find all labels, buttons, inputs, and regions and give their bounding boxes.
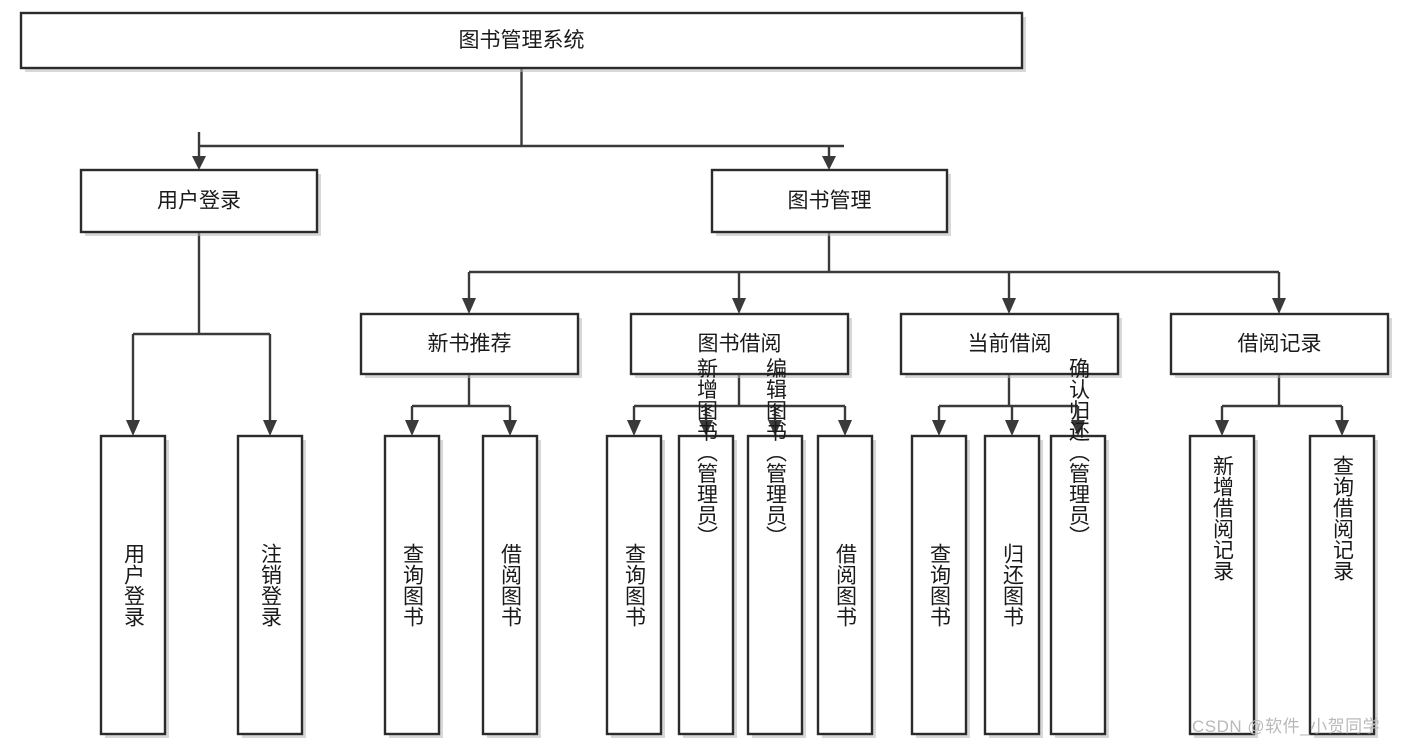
node-label-book-borrow: 图书借阅	[698, 333, 782, 356]
leaf-rec-borrow-book[interactable]: 借阅图书	[481, 434, 541, 738]
arrow-to-rec-query-book	[405, 420, 419, 436]
arrow-to-bo-edit-book	[768, 420, 782, 436]
leaf-label-bo-query-book: 查询图书	[623, 543, 647, 627]
arrow-to-re-add-record	[1215, 420, 1229, 436]
leaf-re-add-record[interactable]: 新增借阅记录	[1188, 434, 1258, 738]
arrow-to-cu-query-book	[932, 420, 946, 436]
leaf-bo-query-book[interactable]: 查询图书	[605, 434, 665, 738]
arrow-to-bo-borrow-book	[838, 420, 852, 436]
node-borrow-record[interactable]: 借阅记录	[1169, 312, 1392, 378]
arrow-to-book-borrow	[732, 298, 746, 314]
leaf-cu-return-book[interactable]: 归还图书	[983, 434, 1043, 738]
node-label-borrow-record: 借阅记录	[1238, 333, 1322, 356]
arrow-to-new-book-recommend	[462, 298, 476, 314]
leaf-label-bo-add-book-admin: 新增图书（管理员）	[695, 358, 719, 547]
node-root-book-management-system[interactable]: 图书管理系统	[19, 11, 1026, 72]
leaf-label-cu-query-book: 查询图书	[928, 543, 952, 627]
leaf-label-cu-return-book: 归还图书	[1001, 543, 1025, 627]
arrow-to-bo-query-book	[627, 420, 641, 436]
leaf-label-bo-edit-book-admin: 编辑图书（管理员）	[764, 358, 788, 547]
arrow-to-borrow-record	[1272, 298, 1286, 314]
node-label-user-login: 用户登录	[157, 190, 241, 213]
node-current-borrow[interactable]: 当前借阅	[899, 312, 1122, 378]
leaf-rec-query-book[interactable]: 查询图书	[383, 434, 443, 738]
leaf-cu-query-book[interactable]: 查询图书	[910, 434, 970, 738]
node-new-book-recommend[interactable]: 新书推荐	[359, 312, 582, 378]
arrow-to-leaf-user-login	[126, 420, 140, 436]
node-label-root: 图书管理系统	[459, 29, 585, 52]
leaf-label-user-login: 用户登录	[122, 543, 146, 627]
arrow-to-re-query-record	[1335, 420, 1349, 436]
arrow-to-bo-add-book	[699, 420, 713, 436]
leaf-label-bo-borrow-book: 借阅图书	[834, 543, 858, 627]
leaf-label-cu-confirm-return-admin: 确认归还（管理员）	[1067, 358, 1091, 547]
leaf-re-query-record[interactable]: 查询借阅记录	[1308, 434, 1378, 738]
leaf-bo-add-book-admin[interactable]: 新增图书（管理员）	[677, 358, 737, 739]
arrow-to-cu-return-book	[1005, 420, 1019, 436]
csdn-watermark: CSDN @软件_小贺同学	[1192, 717, 1381, 736]
leaf-label-rec-borrow-book: 借阅图书	[499, 543, 523, 627]
arrow-to-user-login	[192, 156, 206, 170]
edge-layer	[126, 68, 1349, 436]
leaf-user-login[interactable]: 用户登录	[99, 434, 169, 738]
arrow-to-leaf-logout	[263, 420, 277, 436]
leaf-logout-login[interactable]: 注销登录	[236, 434, 306, 738]
leaf-label-re-query-record: 查询借阅记录	[1331, 455, 1355, 581]
leaf-bo-borrow-book[interactable]: 借阅图书	[816, 434, 876, 738]
node-label-current-borrow: 当前借阅	[968, 333, 1052, 356]
leaf-bo-edit-book-admin[interactable]: 编辑图书（管理员）	[746, 358, 806, 739]
leaf-label-re-add-record: 新增借阅记录	[1211, 455, 1235, 581]
arrow-to-current-borrow	[1002, 298, 1016, 314]
node-label-book-management: 图书管理	[788, 190, 872, 213]
arrow-to-book-management	[822, 156, 836, 170]
arrow-to-cu-confirm-return	[1071, 420, 1085, 436]
arrow-to-rec-borrow-book	[503, 420, 517, 436]
node-label-new-book-recommend: 新书推荐	[428, 333, 512, 356]
node-book-borrow[interactable]: 图书借阅	[629, 312, 852, 378]
node-user-login[interactable]: 用户登录	[79, 168, 321, 236]
node-book-management[interactable]: 图书管理	[710, 168, 951, 236]
leaf-label-logout-login: 注销登录	[259, 543, 283, 627]
leaf-cu-confirm-return-admin[interactable]: 确认归还（管理员）	[1049, 358, 1109, 739]
leaf-label-rec-query-book: 查询图书	[401, 543, 425, 627]
